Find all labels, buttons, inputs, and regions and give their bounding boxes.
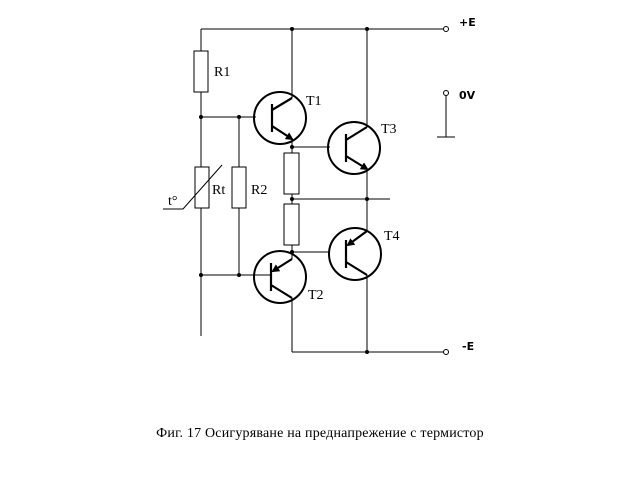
transistor-t3 bbox=[327, 29, 381, 175]
negative-rail bbox=[292, 349, 449, 355]
transistor-t4 bbox=[328, 227, 382, 352]
label-negative: -E bbox=[462, 340, 474, 353]
negative-terminal bbox=[443, 349, 449, 355]
ground-terminal bbox=[437, 90, 455, 138]
resistor-r1 bbox=[193, 29, 209, 117]
label-t1: T1 bbox=[306, 94, 322, 109]
label-t2: T2 bbox=[308, 288, 324, 303]
lower-base-bus bbox=[199, 273, 256, 336]
output-node bbox=[292, 169, 390, 231]
label-t4: T4 bbox=[384, 229, 400, 244]
label-thermistor-temp: t° bbox=[168, 194, 178, 209]
label-positive: +E bbox=[459, 16, 476, 29]
figure-caption: Фиг. 17 Осигуряване на преднапрежение с … bbox=[156, 426, 484, 441]
resistor-r2 bbox=[231, 117, 247, 275]
label-t3: T3 bbox=[381, 122, 397, 137]
positive-rail bbox=[201, 26, 449, 32]
thermistor-rt bbox=[163, 117, 223, 275]
positive-terminal bbox=[443, 26, 449, 32]
label-ground: 0V bbox=[459, 89, 476, 102]
label-r2: R2 bbox=[251, 183, 267, 198]
upper-base-bus bbox=[199, 115, 256, 119]
transistor-t1 bbox=[253, 29, 307, 145]
label-r1: R1 bbox=[214, 65, 230, 80]
transistor-t2 bbox=[253, 250, 307, 352]
label-rt: Rt bbox=[212, 183, 225, 198]
